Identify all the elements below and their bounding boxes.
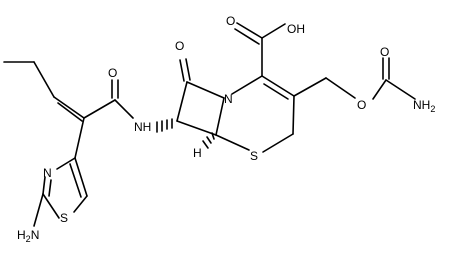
bond-alkene-inner — [57, 102, 83, 122]
bond-thz-c4-c5 — [74, 157, 88, 197]
hashed-bond-nh — [156, 118, 173, 133]
bond-lactam-c7-c8 — [176, 81, 188, 122]
bond-ring-c-c-inner — [263, 83, 289, 100]
bond-ch2-o — [325, 77, 356, 99]
label-thiazole-s: S — [60, 211, 68, 225]
bond-vinyl-thiazole — [74, 117, 85, 159]
label-lactam-o: O — [175, 39, 184, 53]
hashed-bond-h — [202, 132, 215, 149]
bond-ring-n-c — [231, 75, 263, 95]
bond-thz-c2-n — [42, 176, 46, 195]
bond-vinyl-carbonyl — [83, 99, 116, 119]
bond-ch2-side — [293, 77, 327, 97]
label-thiazole-n: N — [43, 166, 52, 180]
label-carbamate-o: O — [380, 45, 389, 59]
label-ring-n: N — [224, 92, 233, 106]
bond-carbonyl-nh — [114, 99, 134, 119]
bond-thz-s-c2 — [42, 193, 60, 219]
bond-ring-ch2-s — [262, 133, 294, 153]
bond-lactam-co-1 — [179, 59, 185, 82]
bond-lactam-co-2 — [185, 58, 191, 81]
label-amide-o: O — [108, 66, 117, 80]
bond-thz-amine — [33, 193, 44, 227]
bond-carbamate-n — [385, 79, 416, 100]
bond-thz-c5-s — [73, 195, 88, 213]
bond-network — [3, 22, 416, 227]
label-amide-nh: NH — [134, 120, 151, 134]
bond-acid-co-2 — [234, 28, 260, 45]
bond-lactam-c8-n — [186, 81, 225, 99]
label-carbamate-nh2: NH2 — [413, 98, 435, 114]
bond-thz-c2-n-inner — [48, 179, 52, 197]
bond-propyl-2 — [33, 61, 55, 98]
bond-thz-n-c4 — [56, 157, 76, 170]
bond-lactam-n-c6 — [215, 97, 225, 136]
bond-acid-oh — [261, 23, 286, 39]
label-amino-h2n: H2N — [17, 228, 39, 244]
atom-labels: OH O O N O NH H S O O NH2 N S H2N — [17, 14, 435, 244]
bond-ring-c-c — [261, 75, 295, 97]
bond-alkene — [53, 96, 85, 119]
bond-ring-s-c6 — [215, 134, 250, 151]
label-ring-s: S — [250, 149, 258, 163]
bond-acid-co-1 — [236, 22, 263, 39]
label-stereo-h: H — [193, 146, 202, 160]
bond-lactam-c6-c7 — [176, 120, 217, 136]
bond-o-carbamate — [372, 79, 387, 100]
bond-ring-c-ch2 — [292, 95, 295, 135]
label-ester-o: O — [357, 98, 366, 112]
label-carboxyl-oh: OH — [287, 22, 305, 36]
label-carboxyl-o: O — [226, 14, 235, 28]
bond-thz-c4-c5-inner — [69, 163, 82, 198]
